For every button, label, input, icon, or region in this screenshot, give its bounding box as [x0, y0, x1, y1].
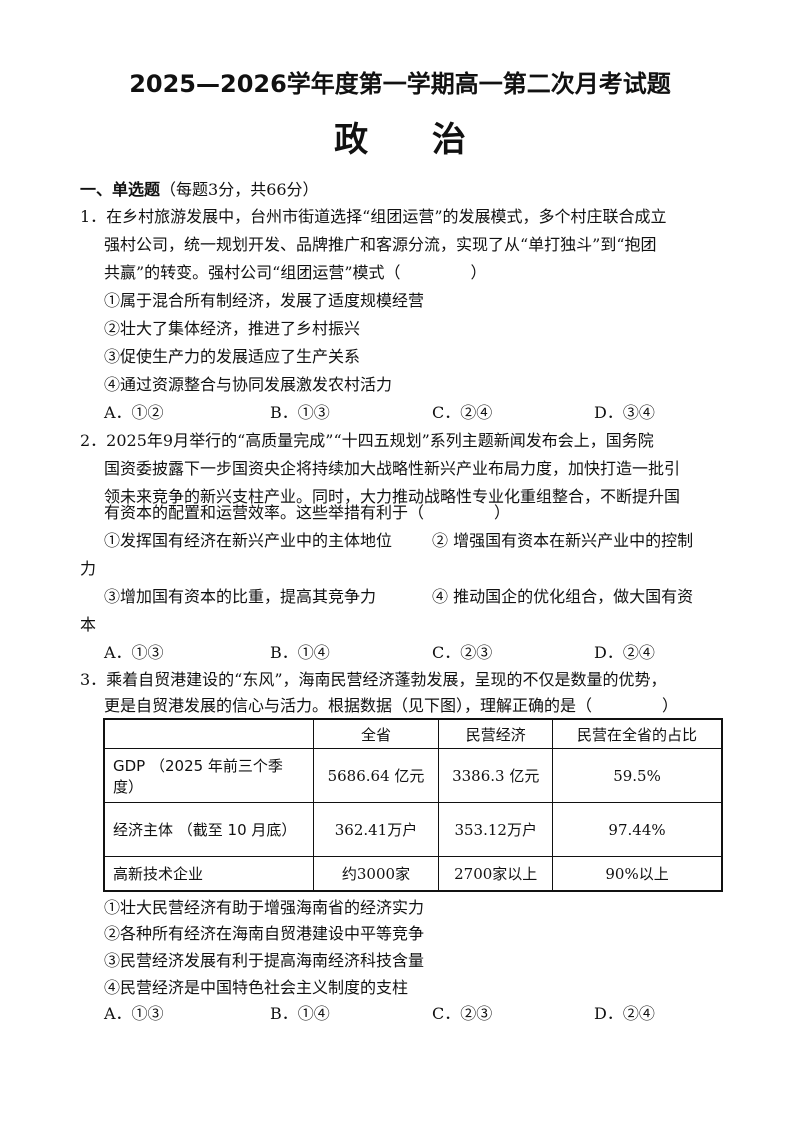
table-cell: 90%以上 [552, 856, 723, 891]
table-cell: 2700家以上 [438, 856, 554, 891]
q1-statement-3: ③促使生产力的发展适应了生产关系 [104, 347, 361, 366]
q2-statement-2-wrap: 力 [80, 559, 97, 578]
table-cell: 高新技术企业 [103, 856, 314, 891]
table-header-cell: 民营在全省的占比 [552, 718, 723, 749]
table-header-cell [103, 718, 314, 749]
subject-title: 政 治 [334, 120, 492, 160]
q2-statement-4: ④ 推动国企的优化组合，做大国有资 [432, 587, 694, 606]
table-cell: 3386.3 亿元 [438, 748, 554, 803]
q3-statement-1: ①壮大民营经济有助于增强海南省的经济实力 [104, 898, 425, 917]
q2-statement-1: ①发挥国有经济在新兴产业中的主体地位 [104, 531, 393, 550]
table-cell: 97.44% [552, 802, 723, 857]
data-table: 全省 民营经济 民营在全省的占比 GDP （2025 年前三个季度） 5686.… [103, 718, 723, 892]
q1-stem-line-2: 强村公司，统一规划开发、品牌推广和客源分流，实现了从“单打独斗”到“抱团 [104, 235, 657, 254]
q3-option-b: B．①④ [270, 1004, 330, 1023]
q1-option-b: B．①③ [270, 403, 330, 422]
table-header-cell: 民营经济 [438, 718, 554, 749]
q2-statement-2: ② 增强国有资本在新兴产业中的控制 [432, 531, 694, 550]
q1-stem-end: ） [470, 263, 487, 282]
table-row: GDP （2025 年前三个季度） 5686.64 亿元 3386.3 亿元 5… [103, 748, 723, 803]
q3-statement-3: ③民营经济发展有利于提高海南经济科技含量 [104, 951, 425, 970]
table-cell: 约3000家 [312, 856, 440, 891]
q3-stem-end: ） [662, 696, 679, 715]
section-heading: 一、单选题（每题3分，共66分） [80, 176, 319, 200]
q2-option-b: B．①④ [270, 643, 330, 662]
q3-option-d: D．②④ [594, 1004, 655, 1023]
q3-option-c: C．②③ [432, 1004, 493, 1023]
table-cell: 经济主体 （截至 10 月底） [103, 802, 314, 857]
q2-stem-line-2: 国资委披露下一步国资央企将持续加大战略性新兴产业布局力度，加快打造一批引 [104, 459, 681, 478]
table-header-row: 全省 民营经济 民营在全省的占比 [103, 718, 723, 749]
table-row: 经济主体 （截至 10 月底） 362.41万户 353.12万户 97.44% [103, 802, 723, 857]
table-cell: 353.12万户 [438, 802, 554, 857]
q1-stem-text: 共赢”的转变。强村公司“组团运营”模式（ [104, 263, 401, 282]
table-cell: GDP （2025 年前三个季度） [103, 748, 314, 803]
q1-option-d: D．③④ [594, 403, 655, 422]
q2-stem-line-3: 领未来竞争的新兴支柱产业。同时，大力推动战略性专业化重组整合，不断提升国 [104, 487, 681, 506]
table-cell: 362.41万户 [312, 802, 440, 857]
q2-stem-line-4: 有资本的配置和运营效率。这些举措有利于（ ） [104, 503, 510, 523]
q3-option-a: A．①③ [104, 1004, 164, 1023]
q2-option-a: A．①③ [104, 643, 164, 662]
q1-stem-line-3: 共赢”的转变。强村公司“组团运营”模式（ ） [104, 263, 487, 283]
q2-stem-line-1: 2．2025年9月举行的“高质量完成”“十四五规划”系列主题新闻发布会上，国务院 [80, 431, 654, 450]
table-header-cell: 全省 [312, 718, 440, 749]
q2-option-c: C．②③ [432, 643, 493, 662]
q3-stem-line-2: 更是自贸港发展的信心与活力。根据数据（见下图），理解正确的是（ ） [104, 696, 678, 716]
q3-statement-4: ④民营经济是中国特色社会主义制度的支柱 [104, 978, 409, 997]
q3-stem-text: 更是自贸港发展的信心与活力。根据数据（见下图），理解正确的是（ [104, 696, 593, 715]
table-cell: 5686.64 亿元 [312, 748, 440, 803]
q3-statement-2: ②各种所有经济在海南自贸港建设中平等竞争 [104, 924, 425, 943]
exam-title: 2025—2026学年度第一学期高一第二次月考试题 [129, 70, 671, 98]
section-title: 一、单选题 [80, 180, 161, 199]
table-cell: 59.5% [552, 748, 723, 803]
q2-option-d: D．②④ [594, 643, 655, 662]
q1-option-a: A．①② [104, 403, 164, 422]
q2-statement-3: ③增加国有资本的比重，提高其竞争力 [104, 587, 377, 606]
q1-statement-1: ①属于混合所有制经济，发展了适度规模经营 [104, 291, 425, 310]
q2-stem-text: 有资本的配置和运营效率。这些举措有利于（ [104, 503, 425, 522]
q2-statement-4-wrap: 本 [80, 615, 97, 634]
q1-statement-2: ②壮大了集体经济，推进了乡村振兴 [104, 319, 361, 338]
q1-stem-line-1: 1．在乡村旅游发展中，台州市街道选择“组团运营”的发展模式，多个村庄联合成立 [80, 207, 667, 226]
q1-option-c: C．②④ [432, 403, 493, 422]
table-row: 高新技术企业 约3000家 2700家以上 90%以上 [103, 856, 723, 891]
q3-stem-line-1: 3．乘着自贸港建设的“东风”，海南民营经济蓬勃发展，呈现的不仅是数量的优势， [80, 670, 667, 689]
q2-stem-end: ） [494, 503, 511, 522]
q1-statement-4: ④通过资源整合与协同发展激发农村活力 [104, 375, 393, 394]
section-note: （每题3分，共66分） [160, 180, 319, 199]
